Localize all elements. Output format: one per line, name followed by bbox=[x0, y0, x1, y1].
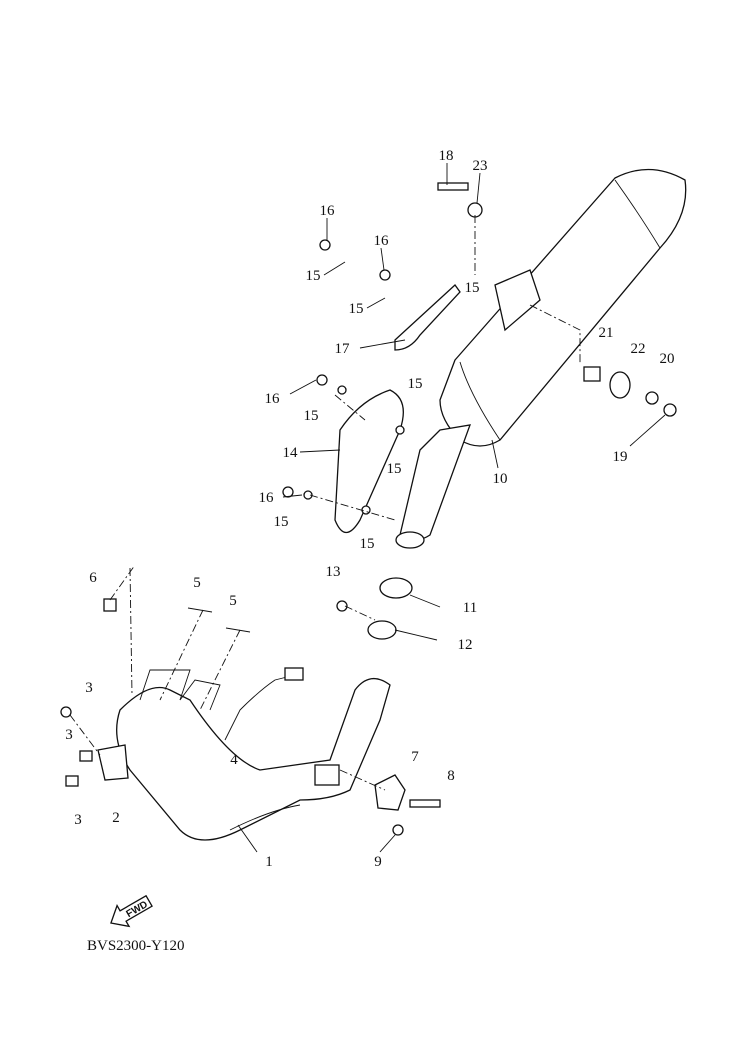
callout: 10 bbox=[493, 471, 508, 487]
gasket-5a bbox=[187, 607, 213, 613]
callout: 4 bbox=[230, 752, 238, 768]
callout: 15 bbox=[465, 280, 480, 296]
callout: 15 bbox=[387, 461, 402, 477]
callout: 22 bbox=[631, 341, 646, 357]
callout: 7 bbox=[411, 749, 419, 765]
bracket-2-part bbox=[97, 744, 129, 781]
callout: 5 bbox=[229, 593, 237, 609]
callout: 21 bbox=[599, 325, 614, 341]
gasket-5b bbox=[225, 627, 251, 633]
callout: 15 bbox=[304, 408, 319, 424]
callout: 3 bbox=[85, 680, 93, 696]
fasteners bbox=[60, 182, 677, 836]
callout: 3 bbox=[74, 812, 82, 828]
o2-sensor-part bbox=[224, 674, 296, 741]
callout: 16 bbox=[259, 490, 275, 506]
callout: 19 bbox=[613, 449, 628, 465]
callout: 1 bbox=[265, 854, 273, 870]
callout: 15 bbox=[274, 514, 289, 530]
callout: 17 bbox=[335, 341, 351, 357]
guide-lines bbox=[69, 215, 581, 791]
clamp-part bbox=[367, 620, 397, 640]
callout: 15 bbox=[349, 301, 364, 317]
exhaust-pipe-part bbox=[116, 669, 391, 841]
heat-shield-part bbox=[334, 389, 404, 534]
callout: 15 bbox=[306, 268, 321, 284]
callout: 16 bbox=[265, 391, 281, 407]
bracket-part bbox=[394, 284, 461, 351]
callout: 14 bbox=[283, 445, 299, 461]
callout: 11 bbox=[463, 600, 477, 616]
gasket-part bbox=[379, 577, 413, 599]
fwd-label: FWD bbox=[125, 899, 150, 920]
callout: 23 bbox=[473, 158, 488, 174]
callout: 13 bbox=[326, 564, 341, 580]
callout: 18 bbox=[439, 148, 454, 164]
callout: 9 bbox=[374, 854, 382, 870]
callout: 5 bbox=[193, 575, 201, 591]
callout: 6 bbox=[89, 570, 97, 586]
callout: 8 bbox=[447, 768, 455, 784]
forward-arrow-icon: FWD bbox=[110, 894, 153, 928]
leader-lines bbox=[237, 163, 666, 853]
callout: 2 bbox=[112, 810, 120, 826]
muffler-part bbox=[395, 168, 687, 549]
callout: 15 bbox=[408, 376, 423, 392]
callout-labels: 18 23 16 16 15 15 15 17 15 21 22 20 16 1… bbox=[65, 148, 674, 870]
callout: 20 bbox=[660, 351, 675, 367]
diagram-code: BVS2300-Y120 bbox=[87, 938, 185, 954]
sensor-connector bbox=[284, 667, 304, 681]
callout: 3 bbox=[65, 727, 73, 743]
damper-7-part bbox=[374, 774, 406, 811]
callout: 16 bbox=[374, 233, 390, 249]
callout: 15 bbox=[360, 536, 375, 552]
callout: 12 bbox=[458, 637, 473, 653]
callout: 16 bbox=[320, 203, 336, 219]
